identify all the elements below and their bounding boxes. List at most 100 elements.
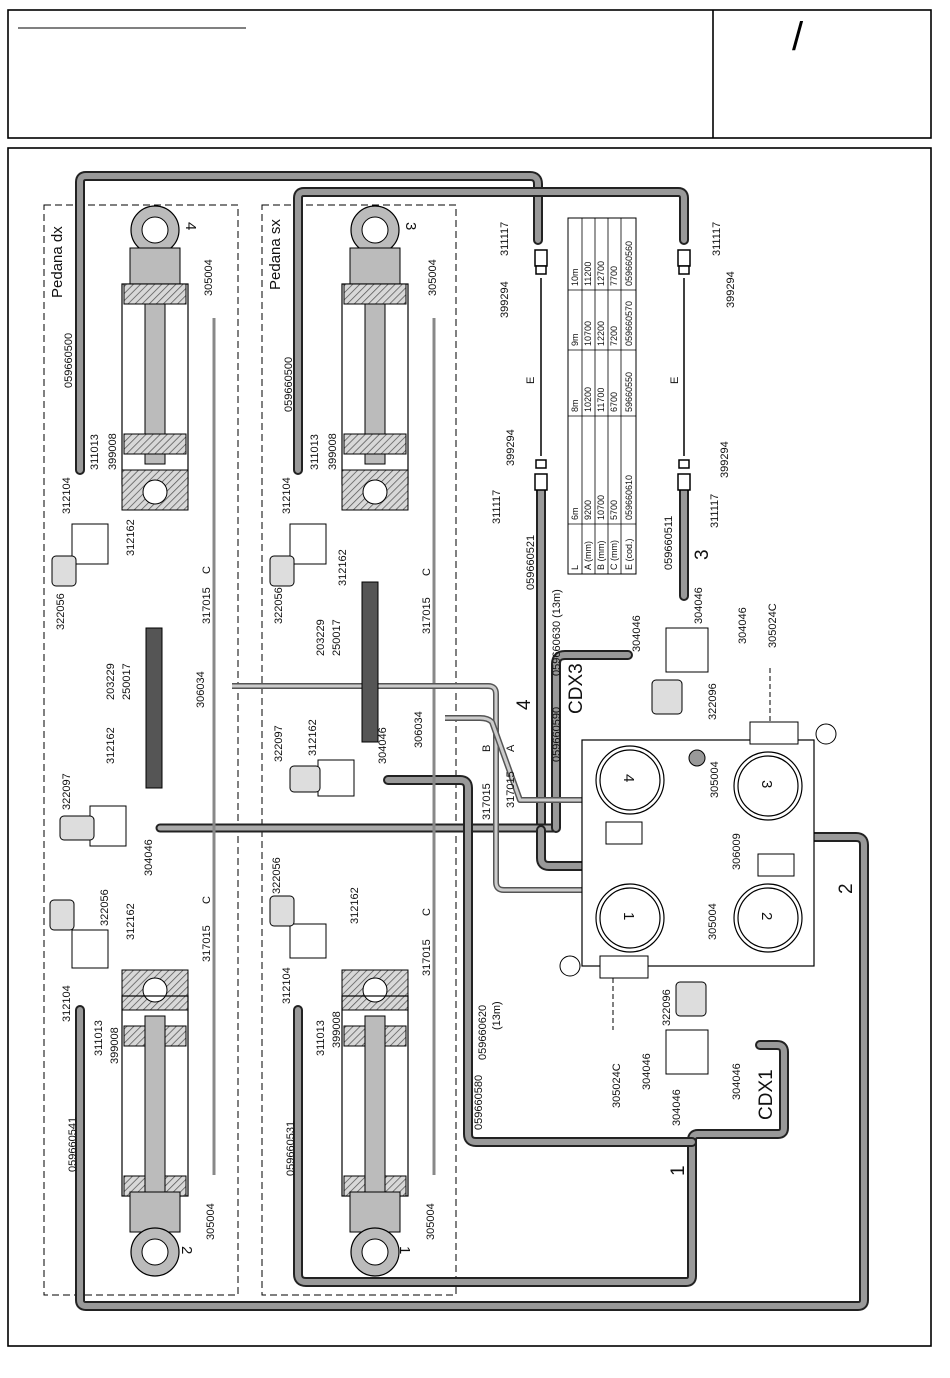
table-cell: 5700 <box>609 500 619 520</box>
e-hoses <box>534 249 691 491</box>
cylinder-1: 1 <box>341 969 413 1277</box>
hose-line-2-inner <box>77 834 867 1309</box>
part-317015-a: 317015 <box>201 587 213 624</box>
line-1-label: 1 <box>668 1165 689 1176</box>
table-cell: 12700 <box>0 0 25 2</box>
pump-4-label: 4 <box>620 774 637 782</box>
table-header-cell: L <box>570 565 580 570</box>
table-header-cell: 9m <box>570 333 580 346</box>
unit-cdx1-label: CDX1 <box>756 1069 777 1120</box>
part-311117-c: 311117 <box>711 222 723 256</box>
part-312162-c: 312162 <box>105 727 117 764</box>
table-cell: 6700 <box>609 392 619 412</box>
part-306034-b: 306034 <box>413 711 425 748</box>
hose-cdx3-line4-inner <box>538 487 687 833</box>
part-311013-d: 311013 <box>315 1020 327 1056</box>
part-304046-a: 304046 <box>143 839 155 876</box>
table-cell: E (cod.) <box>624 538 634 570</box>
part-305024c-b: 305024C <box>611 1063 623 1108</box>
part-306034-a: 306034 <box>195 671 207 708</box>
part-13m: (13m) <box>491 1001 503 1030</box>
part-399008-b: 399008 <box>327 433 339 470</box>
hose-cdx3-inner <box>553 652 631 831</box>
part-317015-d: 317015 <box>421 939 433 976</box>
part-059660521: 059660521 <box>525 535 537 590</box>
part-322097-a: 322097 <box>61 773 73 810</box>
part-311117-d: 311117 <box>709 494 721 528</box>
spec-table: L6m8m9m10m13mA (mm)920010200107001120012… <box>0 0 637 575</box>
part-059660580: 059660580 <box>473 1075 485 1130</box>
hose-line-3-inner <box>295 189 687 473</box>
part-305024c-a: 305024C <box>767 603 779 648</box>
unit-cdx3-label: CDX3 <box>566 663 587 714</box>
part-312162-a: 312162 <box>125 519 137 556</box>
group-box-right <box>43 204 239 1296</box>
hose-line-1-inner <box>295 1007 787 1285</box>
table-cell: C (mm) <box>609 540 619 570</box>
part-312104-c: 312104 <box>61 985 73 1022</box>
pump-1 <box>595 883 665 953</box>
part-399294-c: 399294 <box>725 271 737 308</box>
part-322056-c: 322056 <box>99 889 111 926</box>
part-059660620: 059660620 <box>477 1005 489 1060</box>
part-311013-c: 311013 <box>93 1020 105 1056</box>
title-slash: / <box>792 15 804 59</box>
line-2-label: 2 <box>836 883 857 894</box>
hose-line-4-inner <box>77 173 541 473</box>
hose-cdx1-inner <box>385 777 695 1145</box>
title-block: / <box>7 9 932 139</box>
part-399294-b: 399294 <box>505 429 517 466</box>
cylinder-2: 2 <box>121 969 195 1277</box>
hose-c-label-2: C <box>421 568 433 576</box>
pump-4 <box>595 745 665 815</box>
cylinder-2-label: 2 <box>178 1246 195 1254</box>
part-312162-d: 312162 <box>307 719 319 756</box>
part-312104-b: 312104 <box>281 477 293 514</box>
part-322056-b: 322056 <box>273 587 285 624</box>
part-311013-a: 311013 <box>89 434 101 470</box>
part-399294-a: 399294 <box>499 281 511 318</box>
part-305004-d: 305004 <box>425 1203 437 1240</box>
table-cell: 059660610 <box>624 475 634 520</box>
table-cell: 059660570 <box>624 301 634 346</box>
pump-2 <box>733 883 803 953</box>
diagram-frame <box>7 147 932 1347</box>
part-059660500-b: 059660500 <box>283 357 295 412</box>
hose-e-label-2: E <box>669 377 681 384</box>
valves <box>49 523 709 1075</box>
table-header-cell: 13m <box>0 0 18 2</box>
part-305004-e: 305004 <box>709 761 721 798</box>
part-312104-a: 312104 <box>61 477 73 514</box>
part-322096-a: 322096 <box>707 683 719 720</box>
part-399008-c: 399008 <box>109 1027 121 1064</box>
cylinder-3: 3 <box>341 205 419 511</box>
hose-c-label-1: C <box>201 566 213 574</box>
line-4-label: 4 <box>514 699 535 710</box>
hose-c-label-4: C <box>421 908 433 916</box>
part-304046-g: 304046 <box>671 1089 683 1126</box>
hose-e-label-1: E <box>525 377 537 384</box>
part-059660541: 059660541 <box>67 1117 79 1172</box>
part-059660500-a: 059660500 <box>63 333 75 388</box>
table-cell: B (mm) <box>596 541 606 571</box>
main-hoses <box>75 171 869 1311</box>
part-317015-f: 317015 <box>505 771 517 808</box>
group-label-right: Pedana dx <box>49 226 66 298</box>
part-304046-b: 304046 <box>377 727 389 764</box>
hose-c-label-3: C <box>201 896 213 904</box>
cylinder-4-label: 4 <box>182 222 199 230</box>
group-box-left <box>261 204 457 1296</box>
part-399008-a: 399008 <box>107 433 119 470</box>
part-305004-f: 305004 <box>707 903 719 940</box>
table-cell: 11700 <box>596 388 606 412</box>
part-322097-b: 322097 <box>273 725 285 762</box>
part-311117-b: 311117 <box>491 490 503 524</box>
part-059660531: 059660531 <box>285 1121 297 1176</box>
part-399294-d: 399294 <box>719 441 731 478</box>
table-cell: 9200 <box>583 500 593 520</box>
part-304046-f: 304046 <box>641 1053 653 1090</box>
part-labels: 311117 399294 399294 311117 311117 39929… <box>55 222 779 1240</box>
table-cell: 12200 <box>596 321 606 346</box>
c-tubes <box>212 318 436 1175</box>
